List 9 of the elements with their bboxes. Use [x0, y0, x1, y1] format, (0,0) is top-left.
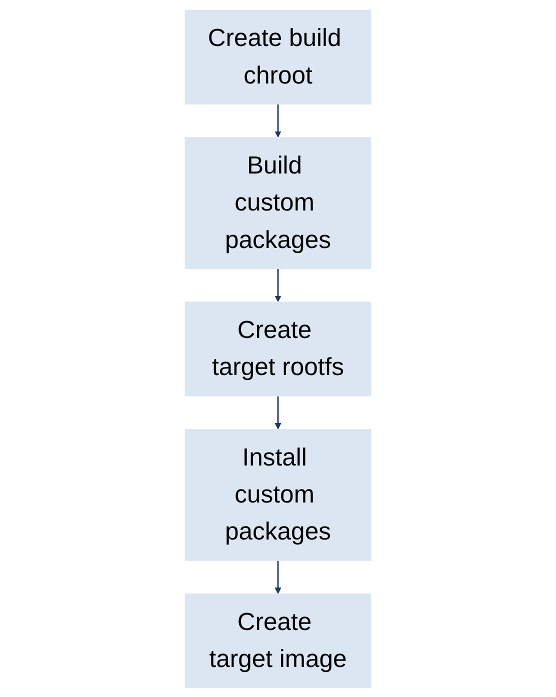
node-box: Build custom packages	[184, 136, 372, 268]
arrow	[274, 560, 282, 594]
node-box: Create target rootfs	[184, 301, 372, 396]
node-box: Install custom packages	[184, 428, 372, 560]
node-box: Create target image	[184, 593, 372, 688]
arrow	[274, 396, 282, 429]
arrow	[274, 104, 282, 137]
node-box: Create build chroot	[184, 9, 372, 104]
arrow	[274, 268, 282, 302]
